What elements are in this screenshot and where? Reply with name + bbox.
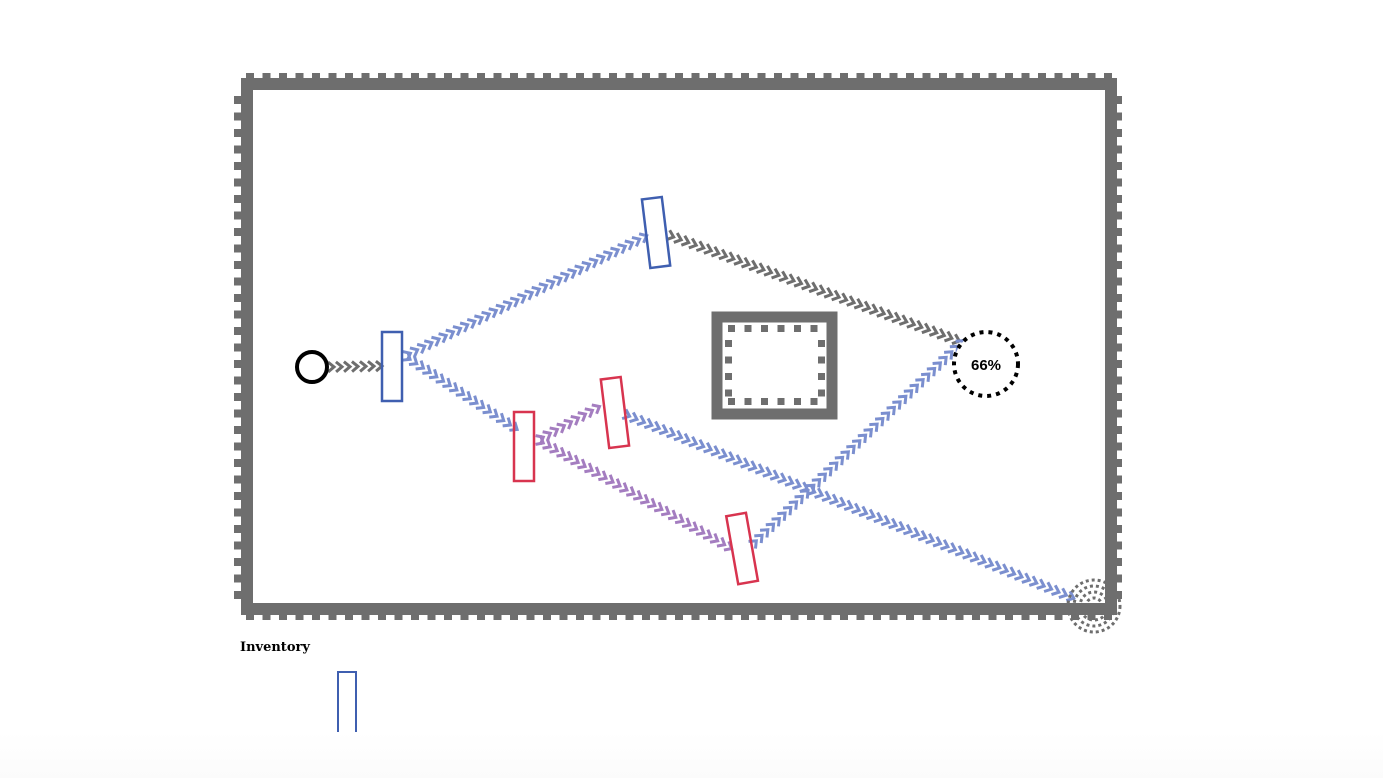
mirror-2[interactable] (640, 195, 672, 270)
inventory-mirror-blue[interactable] (337, 671, 357, 740)
mirror-3[interactable] (512, 410, 536, 483)
outer-wall (234, 73, 1122, 620)
beam-mirror-4-to-sink (621, 408, 1076, 603)
beam-emitter-to-mirror-1 (326, 359, 385, 374)
emitter-icon (295, 350, 329, 384)
inventory-label: Inventory (240, 640, 310, 655)
bottom-bar (0, 732, 1383, 778)
inner-wall-block (711, 311, 838, 420)
mirror-4[interactable] (599, 375, 631, 450)
beam-mirror-3-to-mirror-5 (535, 435, 734, 552)
beam-mirror-1-to-mirror-3 (402, 351, 520, 432)
mirror-1[interactable] (380, 330, 404, 403)
mirror-5[interactable] (724, 511, 760, 586)
beam-mirror-5-to-goal (748, 339, 966, 549)
goal-progress-label: 66% (971, 357, 1001, 374)
laser-beams (326, 229, 1076, 603)
goal-target: 66% (952, 330, 1020, 398)
beam-mirror-2-to-goal (665, 229, 962, 346)
beam-mirror-3-to-mirror-4 (535, 403, 602, 445)
beam-mirror-1-to-mirror-2 (402, 232, 649, 362)
beam-sink-icon (1066, 578, 1122, 634)
